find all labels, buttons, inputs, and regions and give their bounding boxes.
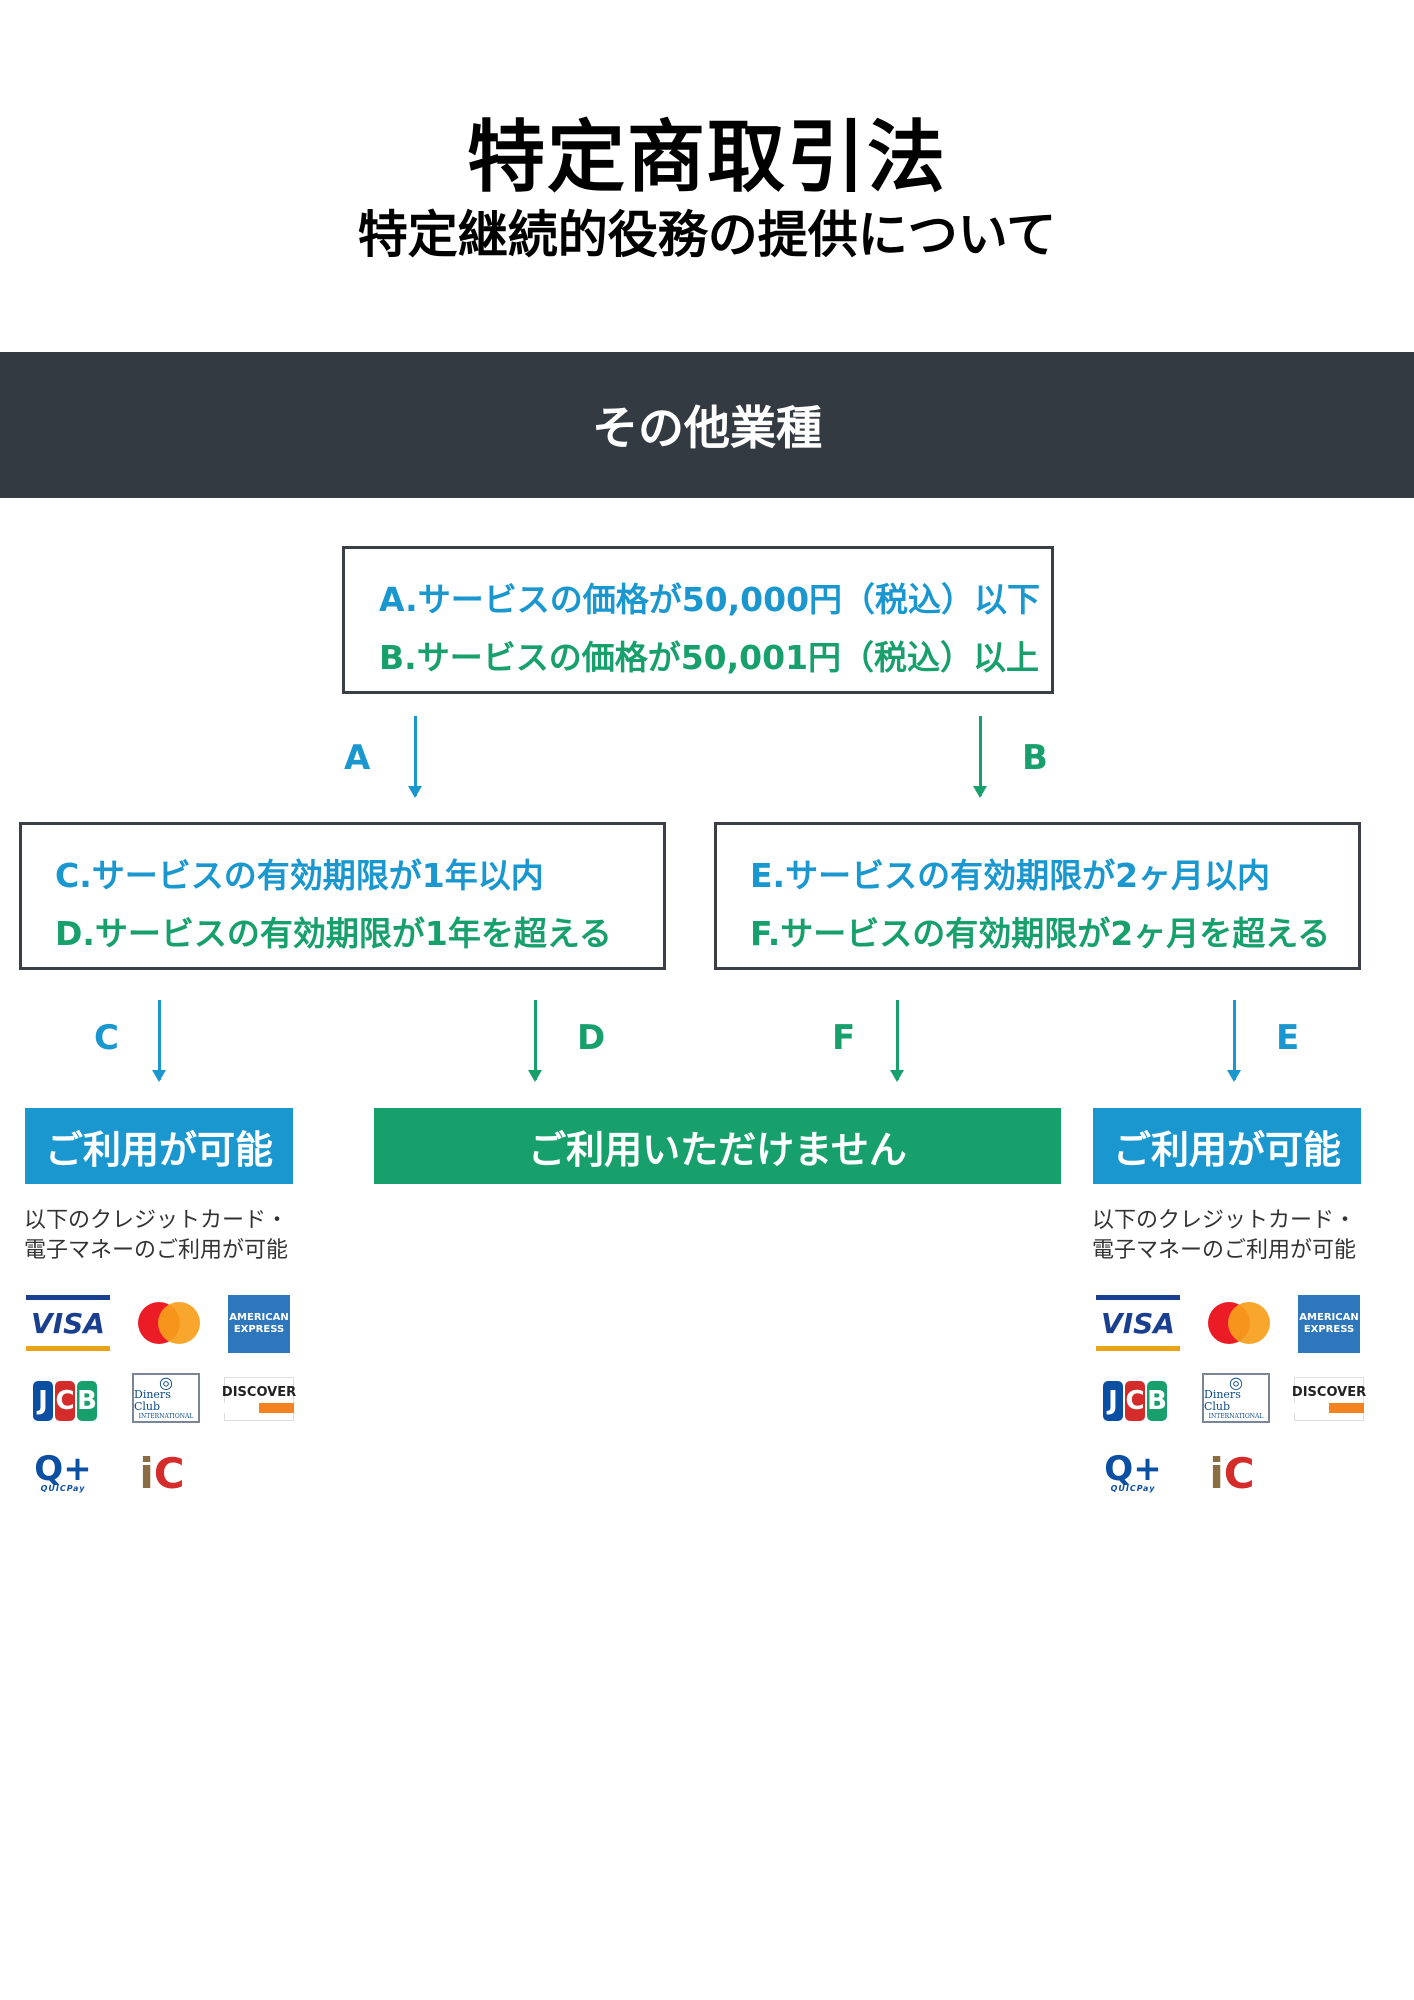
result-unavailable: ご利用いただけません <box>374 1108 1061 1184</box>
payment-note-line2: 電子マネーのご利用が可能 <box>24 1238 289 1263</box>
mastercard-logo <box>1196 1295 1280 1351</box>
result-unavailable-label: ご利用いただけません <box>528 1127 907 1172</box>
arrow-b <box>973 716 987 798</box>
result-available-left-label: ご利用が可能 <box>44 1127 273 1172</box>
price-condition-box: A.サービスの価格が50,000円（税込）以下 B.サービスの価格が50,001… <box>342 546 1054 694</box>
discover-logo: DISCOVER <box>1292 1377 1366 1421</box>
payment-note-line1: 以下のクレジットカード・ <box>1092 1208 1357 1233</box>
payment-note-left: 以下のクレジットカード・ 電子マネーのご利用が可能 <box>24 1206 288 1266</box>
arrow-label-c: C <box>94 1018 119 1058</box>
term-condition-box-left: C.サービスの有効期限が1年以内 D.サービスの有効期限が1年を超える <box>19 822 666 970</box>
condition-b: B.サービスの価格が50,001円（税込）以上 <box>379 638 1040 677</box>
condition-c: C.サービスの有効期限が1年以内 <box>55 856 544 895</box>
condition-d: D.サービスの有効期限が1年を超える <box>55 914 612 953</box>
arrow-label-a: A <box>344 738 371 778</box>
page-subtitle: 特定継続的役務の提供について <box>357 206 1057 264</box>
quicpay-logo: Q+QUICPay <box>1104 1448 1162 1493</box>
arrow-label-f: F <box>832 1018 856 1058</box>
arrow-d <box>528 1000 542 1082</box>
condition-f: F.サービスの有効期限が2ヶ月を超える <box>750 914 1331 953</box>
payment-note-line2: 電子マネーのご利用が可能 <box>1092 1238 1357 1263</box>
result-available-left: ご利用が可能 <box>25 1108 293 1184</box>
payment-note-right: 以下のクレジットカード・ 電子マネーのご利用が可能 <box>1092 1206 1356 1266</box>
visa-logo: VISA <box>1096 1295 1180 1351</box>
diners-club-logo: ◎ Diners Club INTERNATIONAL <box>1202 1373 1270 1423</box>
arrow-f <box>890 1000 904 1082</box>
banner-label: その他業種 <box>592 401 822 455</box>
arrow-label-d: D <box>577 1018 606 1058</box>
discover-logo: DISCOVER <box>222 1377 296 1421</box>
arrow-a <box>408 716 422 798</box>
arrow-label-e: E <box>1276 1018 1300 1058</box>
visa-logo: VISA <box>26 1295 110 1351</box>
result-available-right-label: ご利用が可能 <box>1112 1127 1341 1172</box>
payment-note-line1: 以下のクレジットカード・ <box>24 1208 289 1233</box>
quicpay-logo: Q+QUICPay <box>34 1448 92 1493</box>
arrow-c <box>152 1000 166 1082</box>
mastercard-logo <box>126 1295 210 1351</box>
page-title: 特定商取引法 <box>466 113 947 203</box>
arrow-label-b: B <box>1022 738 1048 778</box>
category-banner: その他業種 <box>0 352 1414 498</box>
condition-a: A.サービスの価格が50,000円（税込）以下 <box>379 580 1041 619</box>
term-condition-box-right: E.サービスの有効期限が2ヶ月以内 F.サービスの有効期限が2ヶ月を超える <box>714 822 1361 970</box>
diners-club-logo: ◎ Diners Club INTERNATIONAL <box>132 1373 200 1423</box>
arrow-e <box>1227 1000 1241 1082</box>
result-available-right: ご利用が可能 <box>1093 1108 1361 1184</box>
condition-e: E.サービスの有効期限が2ヶ月以内 <box>750 856 1271 895</box>
